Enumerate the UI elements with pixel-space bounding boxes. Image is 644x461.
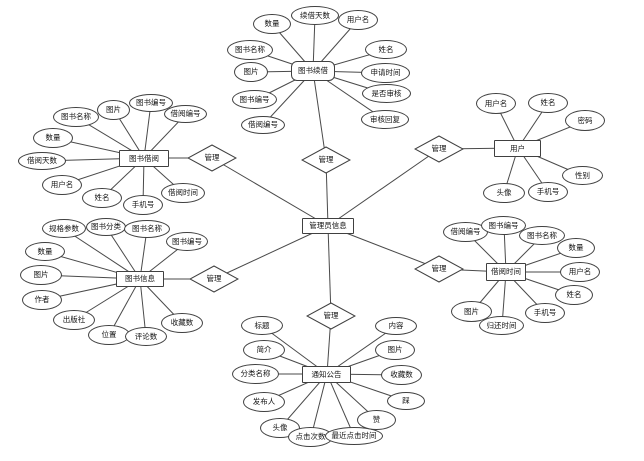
entity-book-info: 图书信息 (116, 271, 164, 287)
attribute-ellipse: 出版社 (53, 310, 95, 330)
attribute-ellipse: 收藏数 (381, 365, 422, 385)
attribute-ellipse: 图片 (20, 265, 62, 285)
attribute-ellipse: 图书编号 (129, 94, 173, 112)
attribute-ellipse: 图片 (97, 100, 130, 120)
relation-manage-borrowing: 管理 (187, 144, 237, 172)
attribute-ellipse: 审核回复 (361, 110, 409, 129)
entity-user: 用户 (494, 140, 541, 157)
diamond-shape-icon (306, 302, 356, 330)
entity-book-borrowing: 图书借阅 (119, 150, 169, 167)
attribute-ellipse: 姓名 (365, 40, 407, 59)
attribute-ellipse: 图书编号 (481, 216, 526, 235)
attribute-ellipse: 图书名称 (53, 107, 99, 127)
entity-admin-info: 管理员信息 (302, 218, 354, 234)
relation-manage-notice: 管理 (306, 302, 356, 330)
attribute-ellipse: 规格参数 (42, 219, 86, 238)
relation-label: 管理 (204, 153, 220, 163)
diamond-shape-icon (189, 265, 239, 293)
attribute-ellipse: 用户名 (476, 93, 516, 114)
attribute-ellipse: 借阅天数 (18, 152, 66, 170)
attribute-ellipse: 图书分类 (86, 218, 126, 236)
attribute-ellipse: 借阅时间 (161, 183, 205, 203)
attribute-ellipse: 姓名 (82, 188, 122, 208)
relation-label: 管理 (206, 274, 222, 284)
attribute-ellipse: 手机号 (123, 195, 163, 215)
entity-notice: 通知公告 (302, 366, 351, 383)
attribute-ellipse: 图片 (451, 301, 492, 322)
attribute-ellipse: 位置 (88, 325, 130, 345)
attribute-ellipse: 手机号 (525, 303, 565, 323)
attribute-ellipse: 归还时间 (479, 316, 524, 335)
attribute-ellipse: 数量 (33, 128, 73, 148)
attribute-ellipse: 数量 (253, 14, 291, 34)
attribute-ellipse: 图书编号 (232, 90, 277, 109)
attribute-ellipse: 简介 (243, 340, 285, 360)
attribute-ellipse: 赞 (357, 410, 396, 430)
attribute-ellipse: 评论数 (125, 327, 167, 346)
attribute-ellipse: 图片 (234, 62, 268, 82)
attribute-ellipse: 续借天数 (291, 6, 339, 25)
attribute-ellipse: 头像 (483, 183, 525, 203)
attribute-ellipse: 踩 (387, 392, 425, 410)
attribute-ellipse: 图书名称 (124, 220, 170, 238)
attribute-ellipse: 申请时间 (361, 63, 410, 83)
entity-book-renewal: 图书续借 (291, 61, 335, 81)
relation-manage-borrow-time: 管理 (414, 255, 464, 283)
diamond-shape-icon (301, 146, 351, 174)
diamond-shape-icon (414, 135, 464, 163)
attribute-ellipse: 图书名称 (519, 226, 565, 245)
attribute-ellipse: 姓名 (555, 285, 593, 305)
relation-manage-user: 管理 (414, 135, 464, 163)
relation-manage-book-info: 管理 (189, 265, 239, 293)
attribute-ellipse: 借阅编号 (241, 116, 285, 134)
attribute-ellipse: 发布人 (243, 392, 285, 412)
attribute-ellipse: 用户名 (42, 175, 82, 195)
attribute-ellipse: 性别 (562, 166, 603, 185)
attribute-ellipse: 用户名 (338, 10, 378, 30)
attribute-ellipse: 密码 (565, 110, 605, 131)
attribute-ellipse: 是否审核 (362, 84, 411, 103)
attribute-ellipse: 图书名称 (227, 40, 273, 60)
attribute-ellipse: 数量 (557, 238, 595, 258)
relation-label: 管理 (323, 311, 339, 321)
attribute-ellipse: 姓名 (528, 93, 568, 113)
attribute-ellipse: 手机号 (528, 182, 568, 202)
entity-borrow-time: 借阅时间 (486, 263, 526, 281)
attribute-ellipse: 最近点击时间 (325, 427, 383, 445)
attribute-ellipse: 借阅编号 (164, 105, 207, 123)
attribute-ellipse: 内容 (375, 317, 417, 335)
attribute-ellipse: 分类名称 (232, 364, 279, 384)
relation-label: 管理 (318, 155, 334, 165)
attribute-ellipse: 用户名 (560, 262, 600, 282)
diamond-shape-icon (414, 255, 464, 283)
attribute-ellipse: 图书编号 (166, 232, 208, 251)
attribute-ellipse: 借阅编号 (443, 222, 488, 242)
diamond-shape-icon (187, 144, 237, 172)
attribute-ellipse: 图片 (375, 340, 415, 360)
relation-label: 管理 (431, 264, 447, 274)
attribute-ellipse: 标题 (241, 316, 283, 335)
attribute-ellipse: 收藏数 (161, 313, 203, 333)
relation-manage-renewal: 管理 (301, 146, 351, 174)
relation-label: 管理 (431, 144, 447, 154)
attribute-ellipse: 作者 (22, 290, 62, 310)
attribute-ellipse: 数量 (25, 242, 65, 261)
